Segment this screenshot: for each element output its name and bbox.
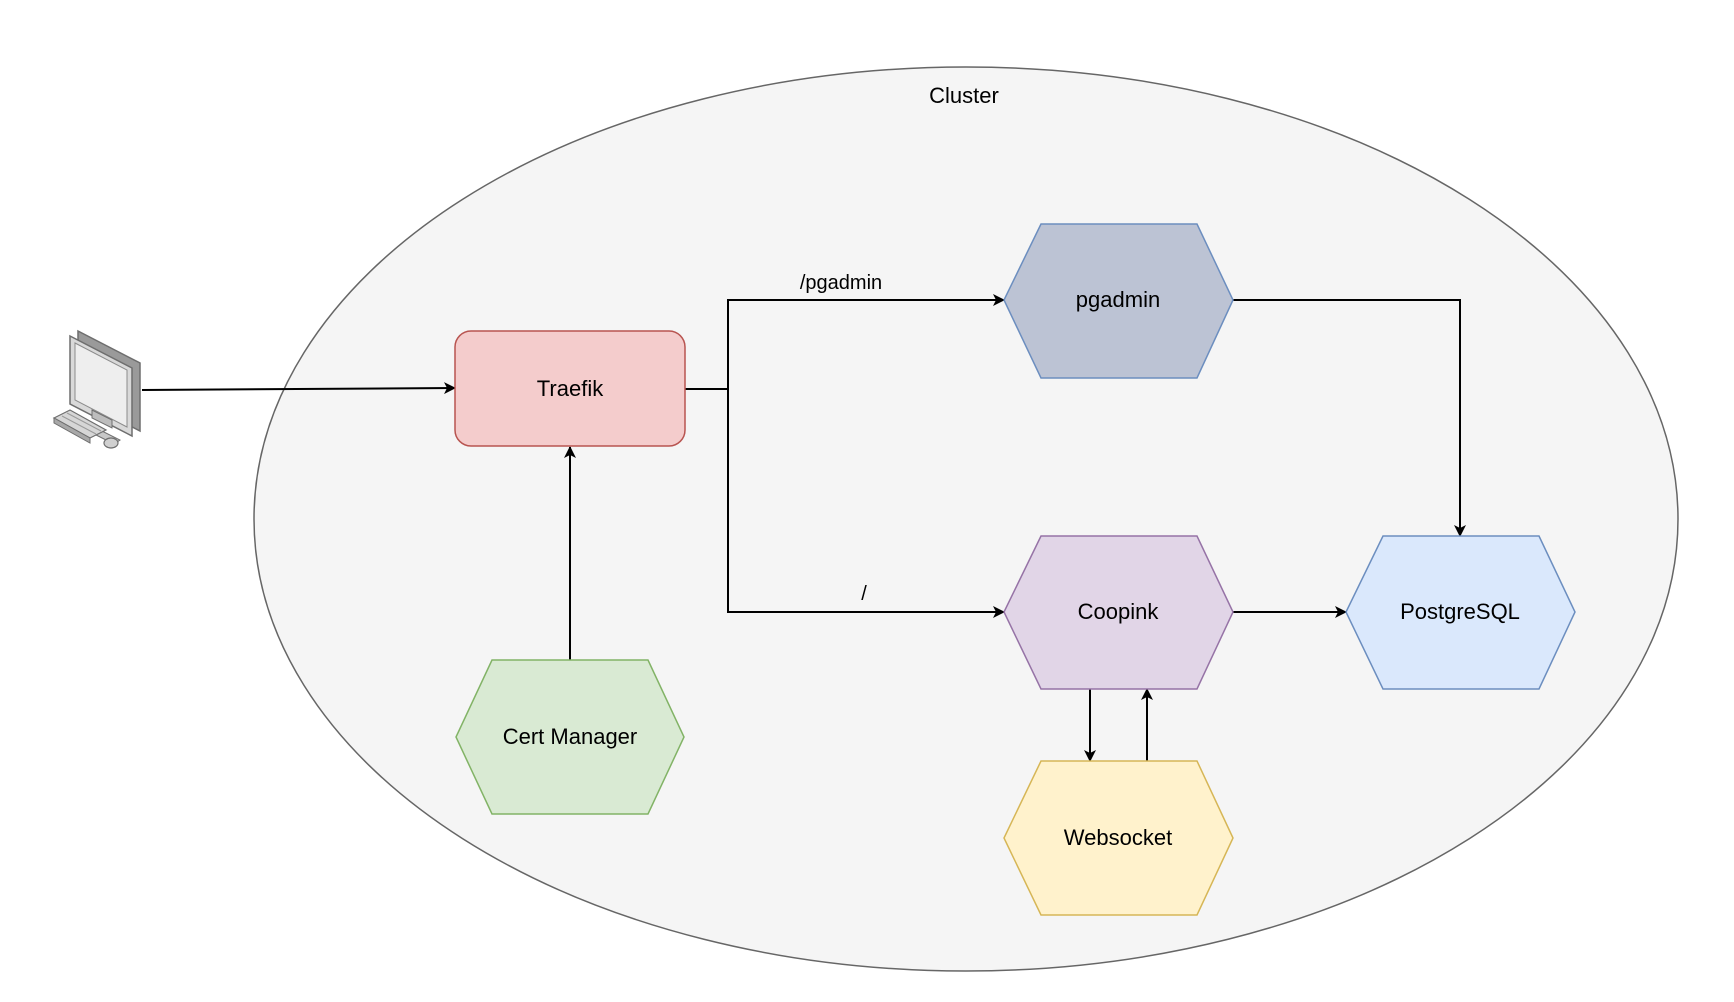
cluster-label: Cluster <box>929 83 999 108</box>
postgresql-node[interactable]: PostgreSQL <box>1345 535 1576 690</box>
traefik-label: Traefik <box>537 376 604 401</box>
postgresql-label: PostgreSQL <box>1400 599 1520 624</box>
edge-computer-to-traefik[interactable] <box>141 382 456 395</box>
websocket-node[interactable]: Websocket <box>1003 760 1234 916</box>
cert-manager-node[interactable]: Cert Manager <box>455 659 685 815</box>
edge-pgadmin-to-postgresql[interactable] <box>1233 299 1466 537</box>
pgadmin-node[interactable]: pgadmin <box>1003 223 1234 379</box>
desktop-computer-icon[interactable] <box>52 329 141 449</box>
cert-manager-label: Cert Manager <box>503 724 638 749</box>
coopink-label: Coopink <box>1078 599 1160 624</box>
coopink-node[interactable]: Coopink <box>1003 535 1234 690</box>
websocket-label: Websocket <box>1064 825 1172 850</box>
edge-label-pgadmin-route: /pgadmin <box>800 272 882 294</box>
cluster-boundary[interactable] <box>253 66 1679 972</box>
edge-label-root-route: / <box>861 583 867 605</box>
edge-traefik-to-pgadmin[interactable] <box>685 294 1005 390</box>
traefik-node[interactable]: Traefik <box>454 330 686 447</box>
pgadmin-label: pgadmin <box>1076 287 1160 312</box>
edge-traefik-to-coopink[interactable] <box>727 389 1005 618</box>
